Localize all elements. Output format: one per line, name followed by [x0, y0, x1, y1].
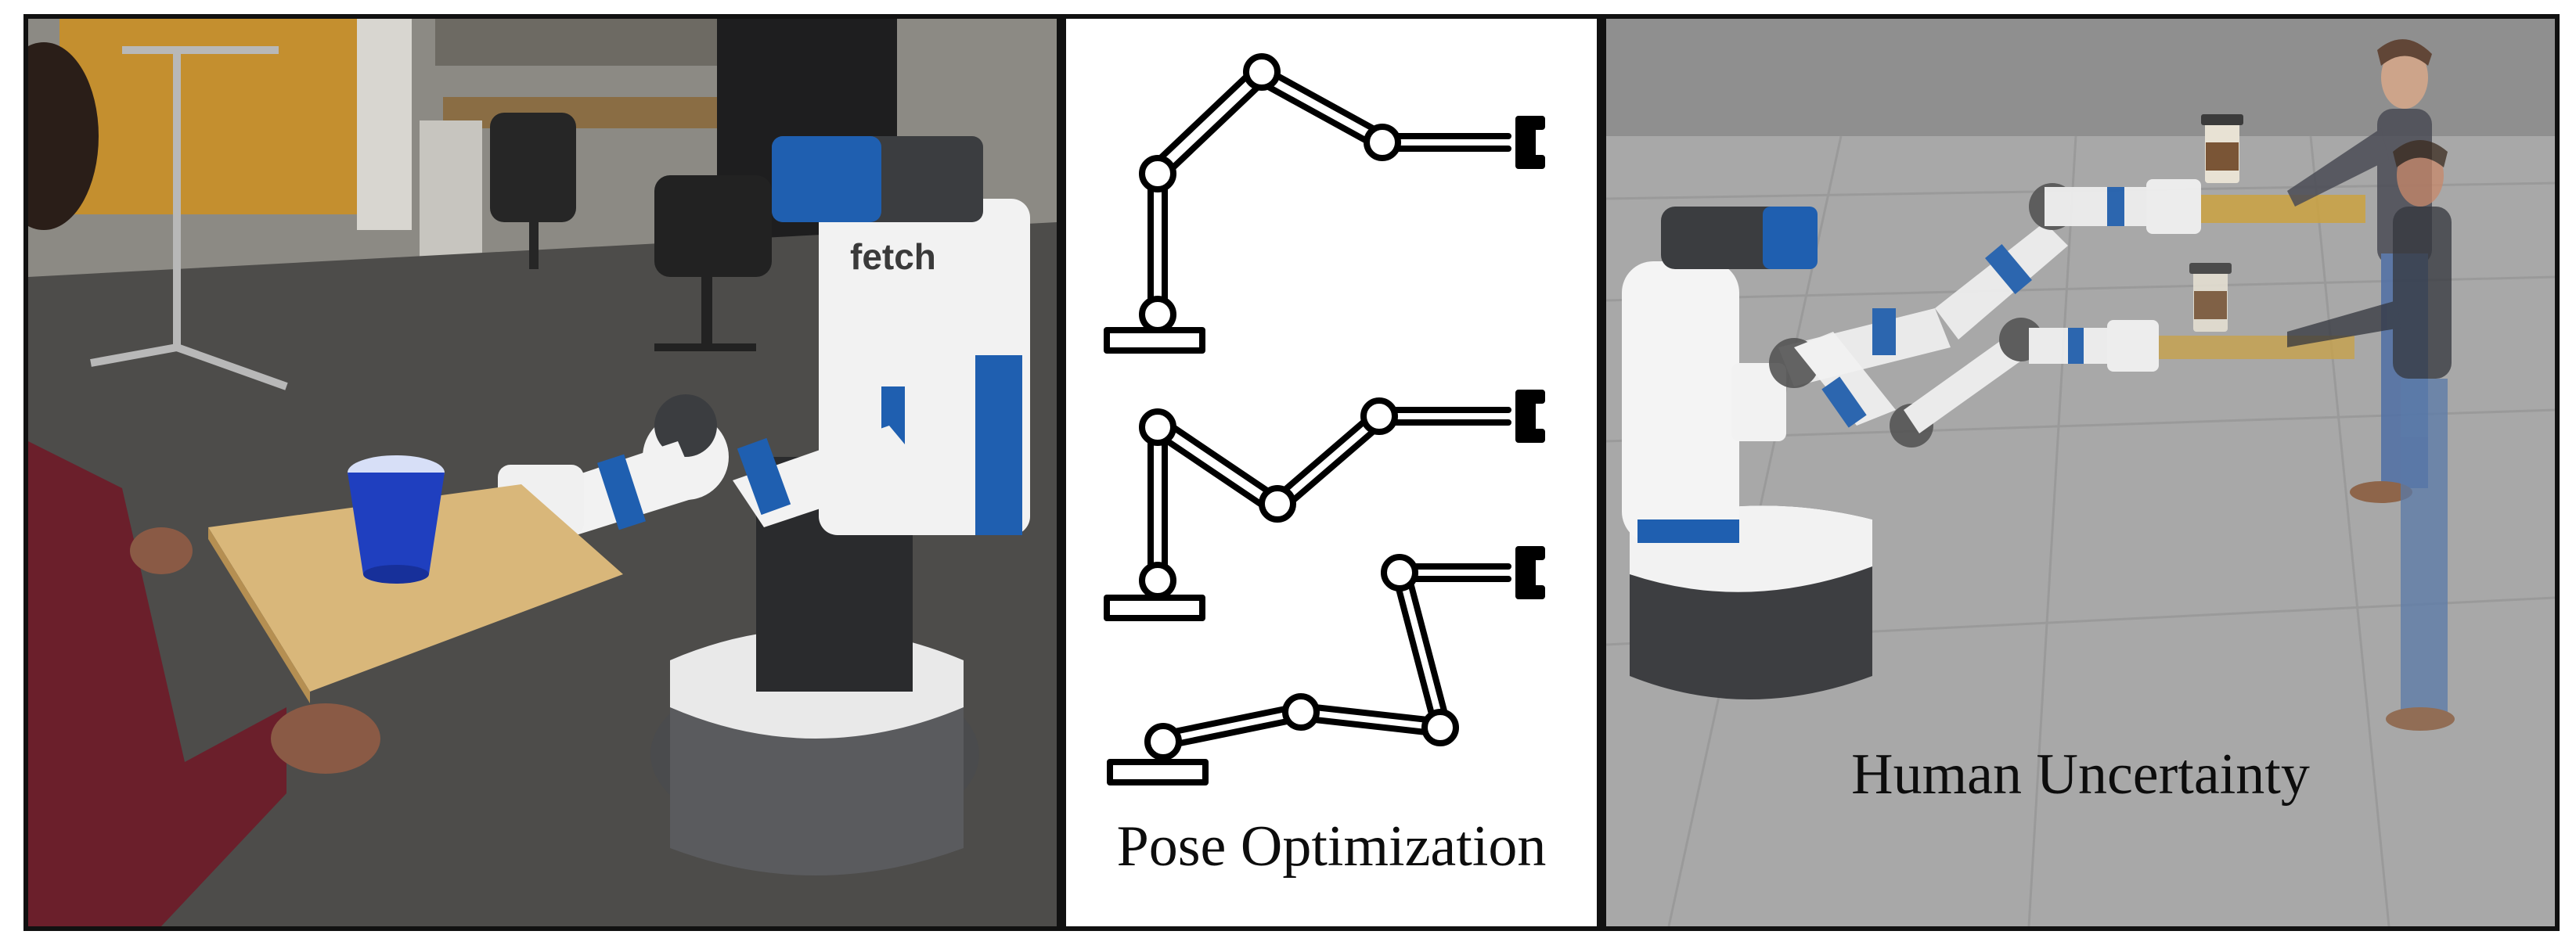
- arm-link: [1382, 133, 1511, 152]
- wooden-board: [208, 484, 623, 692]
- trash-bin: [420, 120, 482, 261]
- arm-base-plate: [1104, 595, 1205, 621]
- robot-logo: fetch: [850, 236, 936, 277]
- arm-joint: [1282, 693, 1320, 731]
- arm-joint: [1421, 709, 1459, 746]
- arm-joint: [1139, 155, 1176, 192]
- sim-human-short: [2287, 140, 2455, 731]
- arm-link: [1400, 563, 1511, 582]
- sim-robot-head-visor: [1763, 207, 1818, 269]
- coffee-cup: [2201, 114, 2243, 183]
- workbench-shelf: [435, 19, 764, 66]
- sim-robot-stripe: [1637, 519, 1739, 543]
- sim-arm-config-lower: [1769, 318, 2159, 448]
- robot-shoulder: [850, 324, 944, 386]
- arm-joint: [1381, 554, 1418, 591]
- arm-joint: [1144, 723, 1182, 760]
- pose-optimization-panel: Pose Optimization: [1061, 14, 1601, 931]
- arm-blue-band: [596, 454, 647, 530]
- photo-panel-real-robot: fetch: [23, 14, 1061, 931]
- arm-link: [1273, 407, 1389, 512]
- sim-fetch-robot: [1622, 207, 1872, 699]
- human-arm-sleeve: [28, 441, 380, 926]
- arm-link: [1147, 63, 1271, 183]
- arm-joint: [1139, 562, 1176, 599]
- arm-link: [1298, 703, 1445, 737]
- arm-pose-2: [1104, 397, 1511, 621]
- arm-joint: [1243, 53, 1281, 91]
- arm-joint: [1139, 408, 1176, 446]
- human-hand: [271, 703, 380, 774]
- sim-robot-torso: [1622, 261, 1739, 543]
- robot-head-visor: [772, 136, 881, 222]
- human-uncertainty-panel: Human Uncertainty: [1601, 14, 2560, 931]
- pose-optimization-caption: Pose Optimization: [1116, 814, 1547, 879]
- handover-region-upper: [2201, 195, 2365, 223]
- arm-gripper: [1515, 390, 1545, 443]
- arm-pose-3: [1107, 554, 1511, 785]
- arm-joint: [1259, 485, 1296, 523]
- simulation-scene: [1606, 19, 2555, 926]
- arm-blue-band: [737, 437, 791, 516]
- arm-link: [1160, 703, 1306, 749]
- fetch-robot: fetch: [474, 136, 1030, 875]
- arm-pose-diagrams: [1104, 53, 1545, 785]
- arm-gripper: [1515, 116, 1545, 169]
- sim-robot-shoulder: [1731, 363, 1786, 441]
- arm-link: [1252, 64, 1390, 152]
- robot-torso-stripe: [975, 355, 1022, 535]
- human-hand: [130, 527, 193, 574]
- arm-joint: [1139, 296, 1176, 333]
- door-frame: [357, 19, 412, 230]
- office-chair: [654, 175, 772, 351]
- arm-link: [1379, 407, 1511, 426]
- metal-stand: [90, 46, 288, 390]
- robot-elbow-cap: [654, 394, 717, 457]
- wooden-board-edge: [208, 527, 310, 703]
- coffee-cup: [2189, 263, 2232, 332]
- arm-base-plate: [1107, 759, 1209, 785]
- arm-link: [1390, 562, 1450, 726]
- real-robot-scene: fetch: [28, 19, 1057, 926]
- arm-pose-1: [1104, 53, 1511, 354]
- arm-link: [1151, 416, 1281, 513]
- arm-joint: [1364, 124, 1401, 161]
- office-chair: [490, 113, 576, 269]
- human-head: [28, 42, 99, 230]
- arm-base-plate: [1104, 327, 1205, 354]
- workbench-top: [443, 97, 740, 128]
- arm-link: [1147, 422, 1168, 587]
- arm-joint: [1360, 397, 1398, 435]
- arm-gripper: [1515, 546, 1545, 599]
- blue-cup: [348, 455, 445, 584]
- human-uncertainty-caption: Human Uncertainty: [1851, 742, 2310, 807]
